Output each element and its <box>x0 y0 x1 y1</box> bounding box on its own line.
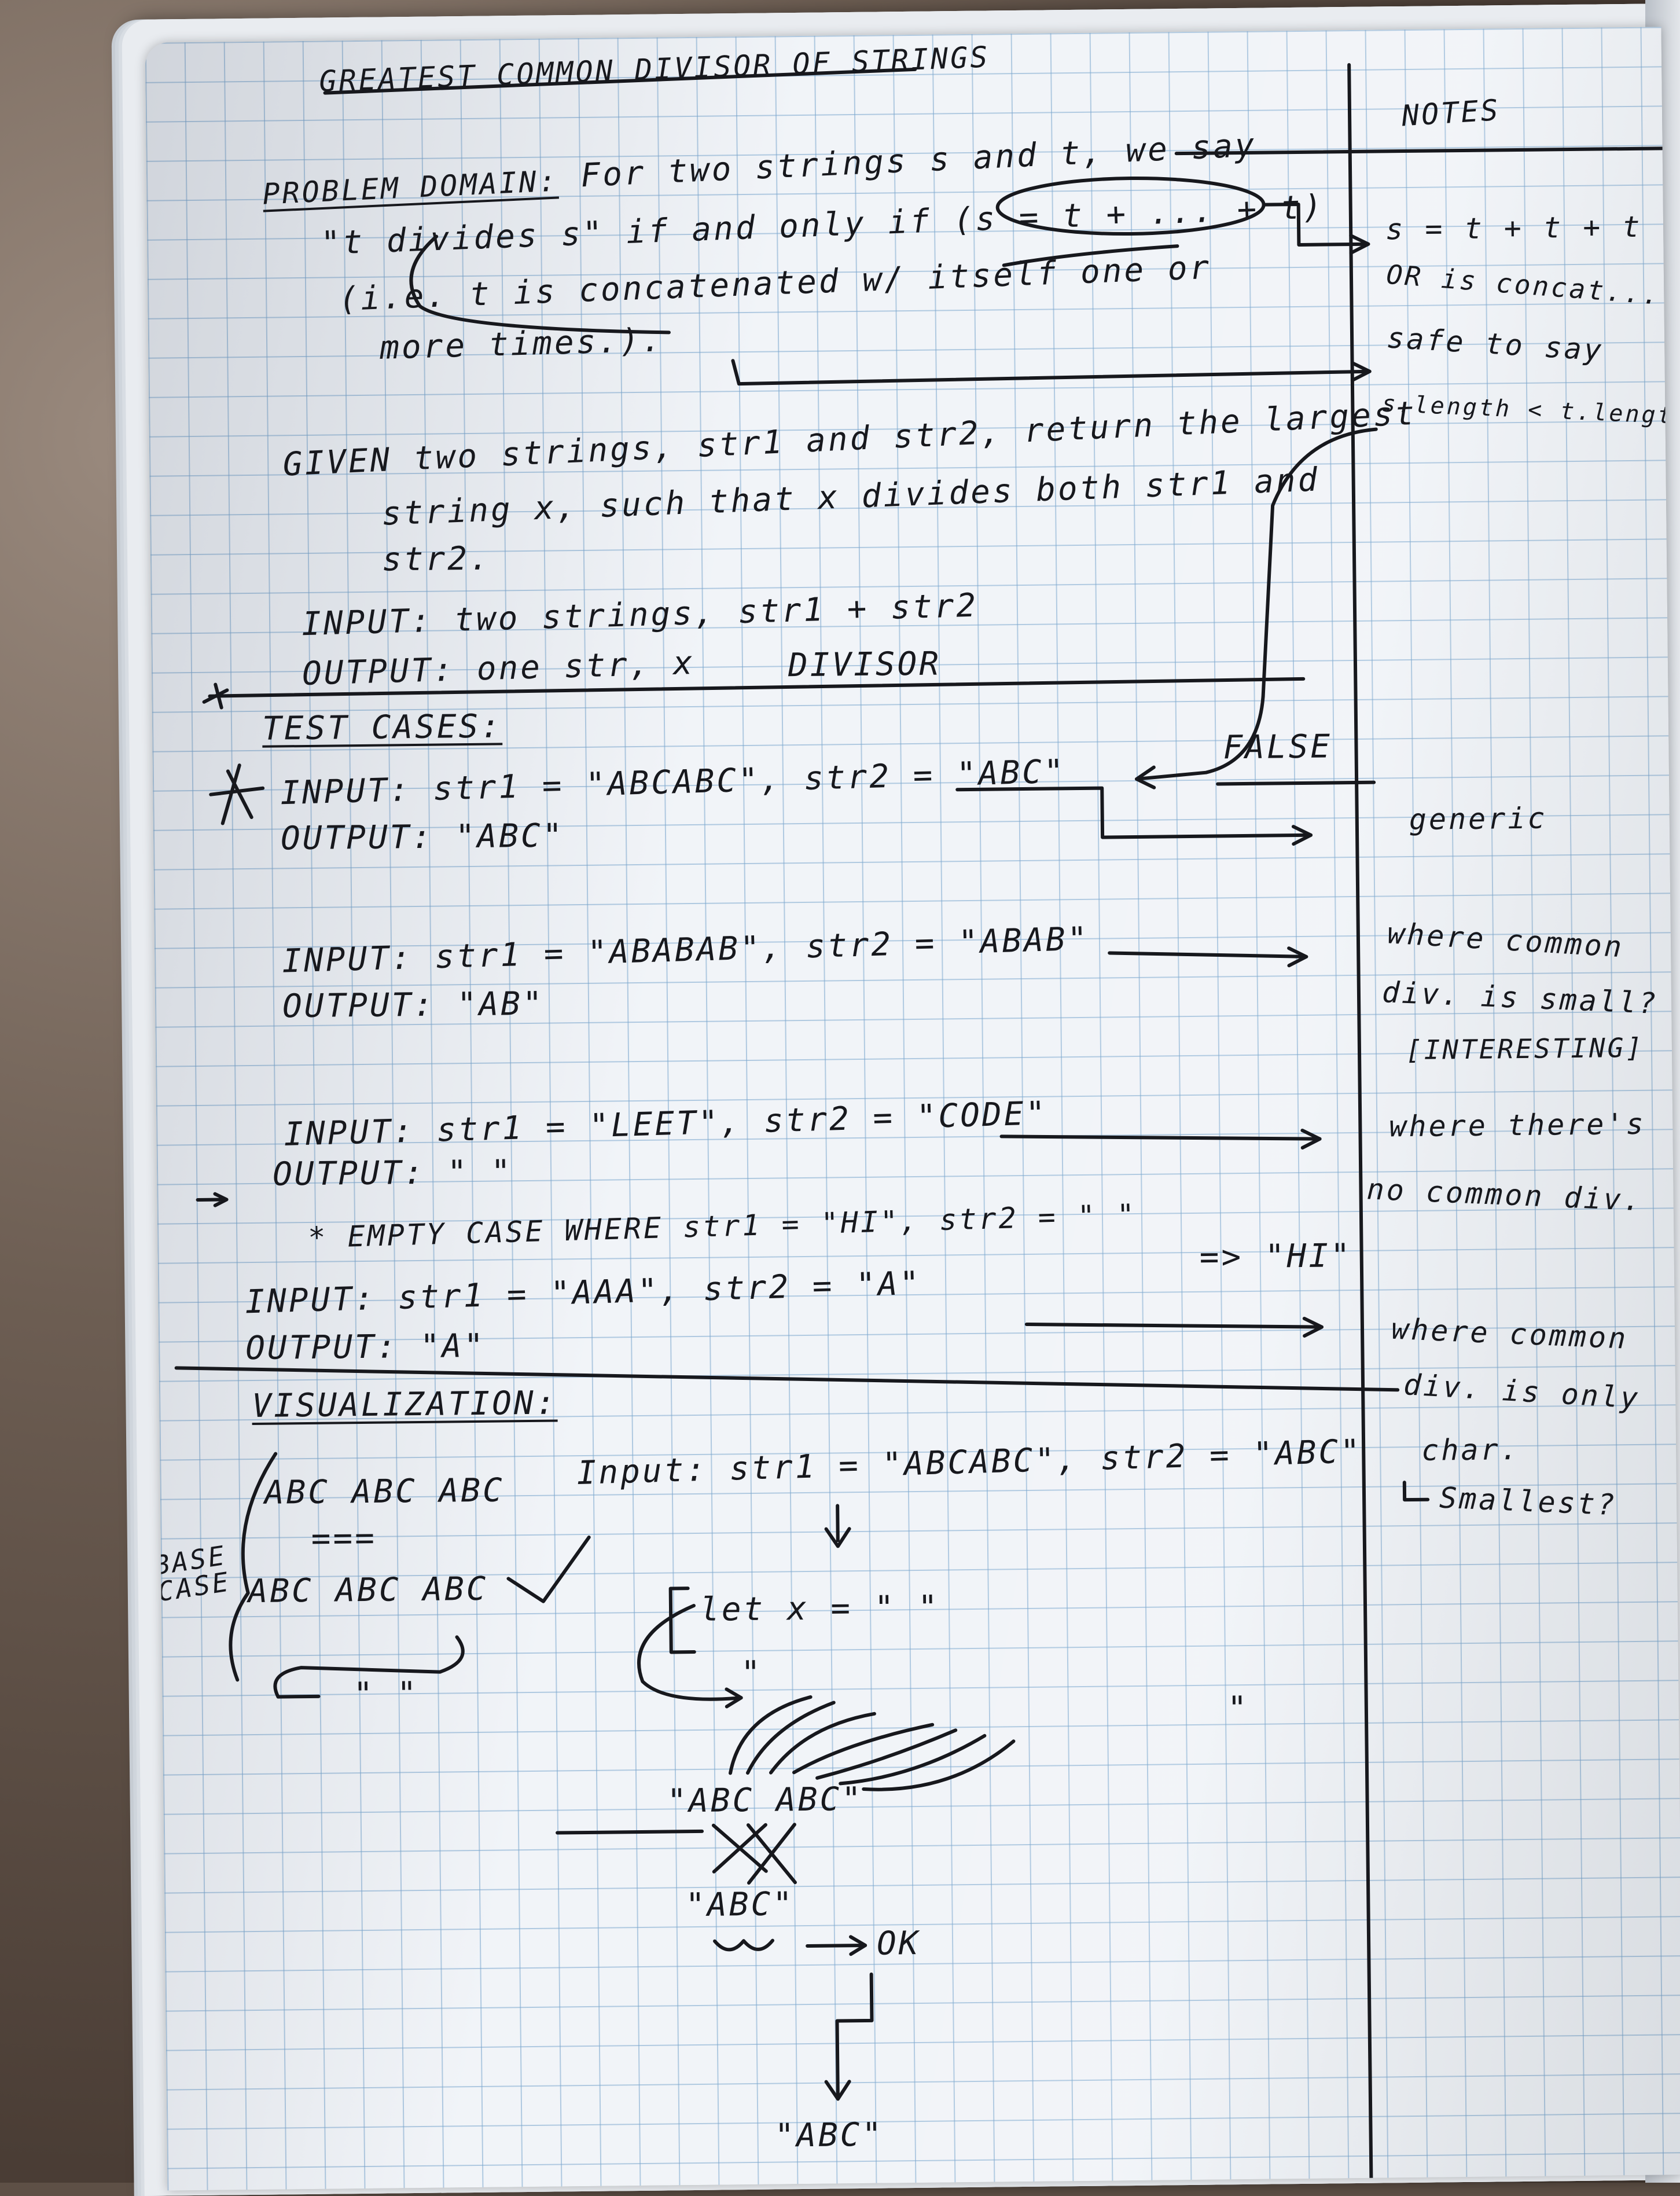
note1a: s = t + t + t <box>1385 210 1642 247</box>
base-line1: ABC ABC ABC <box>264 1471 505 1512</box>
arrow-tc1 <box>955 786 1313 839</box>
note5d: Smallest? <box>1439 1481 1618 1522</box>
definition-bubble <box>409 234 1179 335</box>
viz-result: "ABC" <box>774 2116 884 2155</box>
arrow-safe-to-false <box>1135 427 1378 781</box>
check-mark <box>506 1535 591 1603</box>
viz-quote-1: " <box>740 1654 763 1692</box>
base-eq: === <box>311 1519 377 1558</box>
base-line2: ABC ABC ABC <box>248 1570 488 1611</box>
empty-case-result: => "HI" <box>1199 1237 1353 1276</box>
arrow-tc4 <box>1024 1322 1324 1329</box>
base-empty: " " <box>353 1675 420 1714</box>
tc1-output: OUTPUT: "ABC" <box>280 817 565 858</box>
viz-let-x: let x = " " <box>699 1588 940 1629</box>
arrow-to-note1 <box>1262 202 1370 247</box>
title-underline <box>323 67 917 95</box>
notes-heading-rule <box>1174 146 1664 156</box>
arrow-to-note2 <box>731 359 1372 386</box>
rule-viz <box>174 1366 1400 1392</box>
ink-drawings <box>174 63 1664 2180</box>
tc3-output: OUTPUT: " " <box>272 1153 513 1194</box>
let-bracket <box>668 1587 696 1654</box>
tc2-output: OUTPUT: "AB" <box>282 985 545 1026</box>
note5c: char. <box>1421 1433 1521 1467</box>
notes-heading: NOTES <box>1400 93 1502 133</box>
note-generic: generic <box>1409 801 1547 837</box>
viz-abc-abc: "ABC ABC" <box>667 1780 864 1820</box>
tc4-output: OUTPUT: "A" <box>245 1327 486 1368</box>
note4a: where there's <box>1389 1107 1646 1144</box>
arrow-tc3 <box>999 1134 1322 1141</box>
false-label: FALSE <box>1223 728 1333 767</box>
notebook-page: GREATEST COMMON DIVISOR OF STRINGS NOTES… <box>145 27 1680 2191</box>
rule-io <box>208 677 1306 698</box>
base-case-label: BASE CASE <box>151 1539 233 1608</box>
note3c: [INTERESTING] <box>1405 1031 1645 1066</box>
divisor-label: DIVISOR <box>788 645 942 685</box>
test-cases-heading: TEST CASES: <box>262 707 503 748</box>
notes-divider <box>1347 63 1373 2180</box>
viz-quote-2: " <box>1227 1689 1249 1728</box>
arrow-tc2 <box>1108 951 1308 959</box>
given-line3: str2. <box>381 539 491 579</box>
viz-ok: OK <box>876 1924 921 1963</box>
loop-arrow <box>637 1604 743 1701</box>
viz-abc: "ABC" <box>685 1885 795 1925</box>
problem-line4: more times.). <box>379 321 664 367</box>
base-case-brace <box>229 1452 278 1682</box>
visualization-heading: VISUALIZATION: <box>251 1384 558 1426</box>
